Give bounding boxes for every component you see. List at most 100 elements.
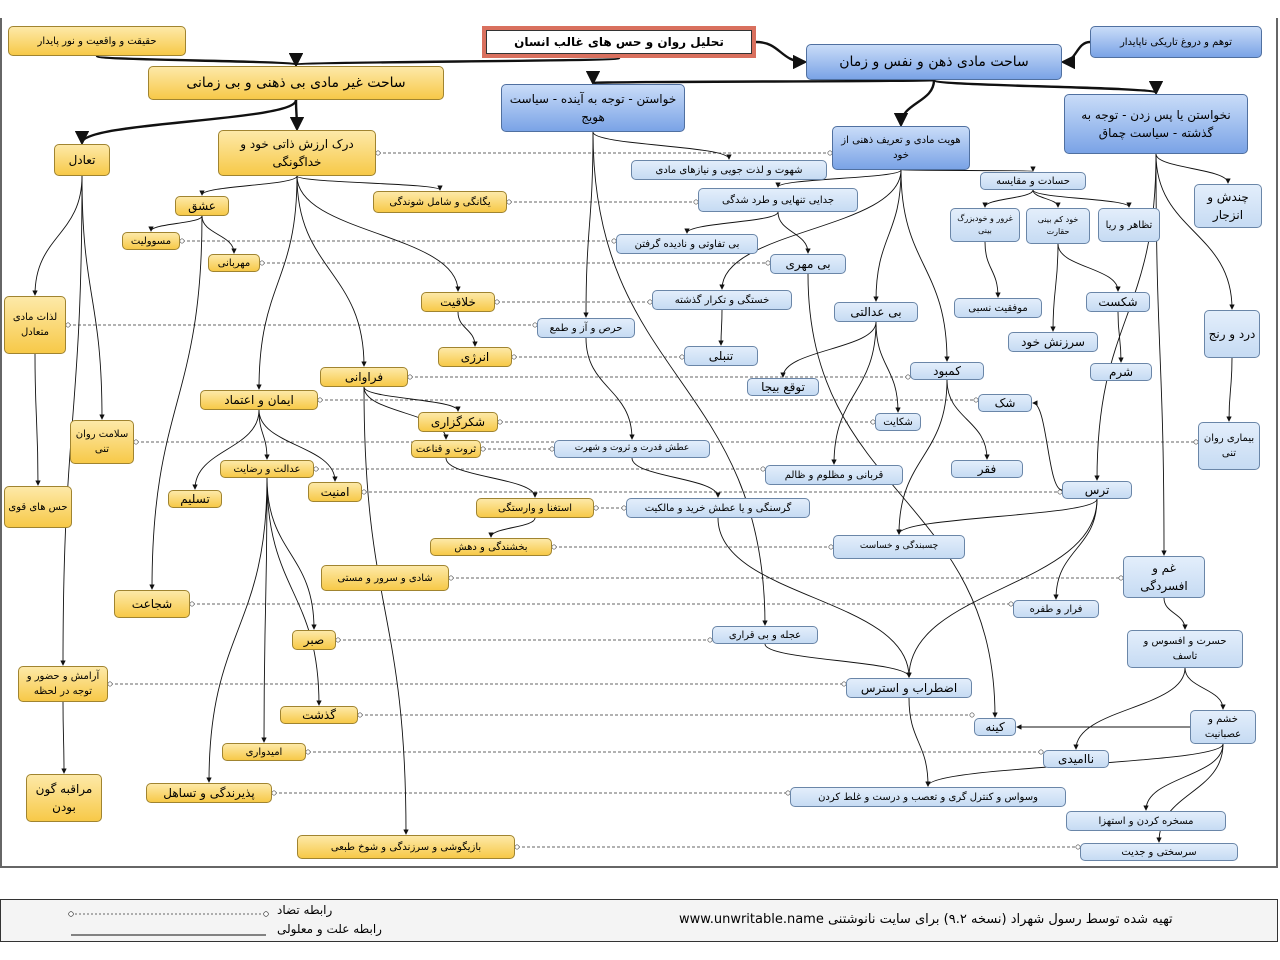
- node-khastegi: خستگی و تکرار گذشته: [652, 290, 792, 310]
- node-darda: درد و رنج: [1204, 310, 1260, 358]
- node-moraghebe: مراقبه گون بودن: [26, 774, 102, 822]
- cause-edge-ezterab-vasvas: [908, 697, 931, 787]
- main-edge-sahat_madi-hoviat: [893, 79, 936, 128]
- cause-edge-khodkam-shekast: [1057, 243, 1121, 292]
- cause-edge-bimehri-kine: [807, 273, 998, 718]
- node-servat: ثروت و قناعت: [411, 440, 481, 458]
- node-yegangi: یگانگی و شامل شوندگی: [373, 191, 507, 213]
- cause-edge-hoviat-khastegi: [719, 169, 902, 290]
- node-tanbali: تنبلی: [684, 346, 758, 366]
- cause-edge-esteghna-bakhshandegi: [488, 517, 536, 538]
- cause-edge-tars-shak: [1032, 400, 1063, 491]
- cause-edge-lazzat-hes: [34, 353, 41, 486]
- cause-edge-biedalati-tavagho: [780, 321, 877, 378]
- cause-edge-khastan-harz: [583, 131, 594, 318]
- node-gorosnegi: گرسنگی و یا عطش خرید و مالکیت: [626, 498, 810, 518]
- cause-edge-dark-faravani: [296, 175, 367, 367]
- cause-edge-servat-esteghna: [445, 457, 538, 498]
- node-ghorbani: قربانی و مظلوم و ظالم: [765, 465, 903, 485]
- node-tavagho: توقع بیجا: [747, 378, 819, 396]
- cause-edge-hesadat-ghorur: [982, 189, 1034, 208]
- cause-edge-edalat-omidvari: [261, 477, 268, 743]
- cause-edge-iman-taslim: [192, 409, 260, 490]
- cause-edge-darda-bimari: [1226, 357, 1233, 422]
- node-hes-ghavi: حس های قوی: [4, 486, 72, 528]
- cause-edge-tars-ezterab: [906, 498, 1098, 678]
- legend-contrast-label: رابطه تضاد: [277, 903, 333, 917]
- node-atash: عطش قدرت و ثروت و شهرت: [554, 440, 710, 458]
- cause-edge-hoviat-kambud: [900, 169, 950, 362]
- node-edalat: عدالت و رضایت: [220, 460, 314, 478]
- node-ajale: عجله و بی قراری: [712, 626, 818, 644]
- node-gozasht: گذشت: [280, 706, 358, 724]
- cause-edge-faravani-bazigushi: [363, 386, 409, 835]
- node-shadi: شادی و سرور و مستی: [321, 565, 449, 591]
- node-harz: حرص و آز و طمع: [537, 318, 635, 338]
- node-shak: شک: [978, 394, 1032, 412]
- node-tars: ترس: [1062, 481, 1132, 499]
- cause-edge-dark-iman: [256, 175, 298, 390]
- cause-edge-nakhastan-darda: [1155, 153, 1235, 310]
- node-bitafavoti: بی تفاوتی و نادیده گرفتن: [616, 234, 758, 254]
- main-edge-sahat_gheir-dark: [289, 99, 305, 132]
- main-edge-haqiqat-sahat_gheir: [95, 52, 303, 68]
- cause-edge-eshgh-masuliat: [148, 215, 203, 232]
- cause-edge-atash-gorosnegi: [631, 457, 721, 498]
- node-eshgh: عشق: [175, 196, 229, 216]
- cause-edge-hoviat-jodaei: [775, 169, 902, 188]
- node-kine: کینه: [974, 718, 1016, 736]
- node-hoviat: هویت مادی و تعریف ذهنی از خود: [832, 126, 970, 170]
- cause-edge-hesadat-tazahor: [1032, 189, 1132, 208]
- node-naumidi: ناامیدی: [1043, 750, 1109, 768]
- node-shahvat: شهوت و لذت جویی و نیازهای مادی: [631, 160, 827, 180]
- node-khashm: خشم و عصبانیت: [1190, 710, 1256, 744]
- cause-edge-khodkam-sarzanesh: [1050, 243, 1059, 332]
- diagram-title: تحلیل روان و حس های غالب انسان: [482, 26, 756, 58]
- node-sahat-gheir-madi: ساحت غیر مادی بی ذهنی و بی زمانی: [148, 66, 444, 100]
- node-hesadat: حسادت و مقایسه: [980, 172, 1086, 190]
- node-salamat: سلامت روان تنی: [70, 420, 134, 464]
- cause-edge-aramesh-moraghebe: [61, 701, 67, 774]
- node-kambud: کمبود: [910, 362, 984, 380]
- node-esteghna: استغنا و وارستگی: [476, 498, 594, 518]
- node-bazigushi: بازیگوشی و سرزندگی و شوخ طبعی: [297, 835, 515, 859]
- node-maskhare: مسخره کردن و استهزا: [1066, 811, 1226, 831]
- node-vasvas: وسواس و کنترل گری و تعصب و درست و غلط کر…: [790, 787, 1066, 807]
- cause-edge-edalat-paziri: [206, 477, 268, 783]
- cause-edge-hoviat-biedalati: [873, 169, 902, 302]
- cause-edge-nakhastan-tars: [1094, 153, 1157, 481]
- node-ezterab: اضطراب و استرس: [846, 678, 972, 698]
- footer-credit: تهیه شده توسط رسول شهراد (نسخه ۹.۲) برای…: [679, 912, 1173, 927]
- node-khastan: خواستن - توجه به آینده - سیاست هویج: [501, 84, 685, 132]
- main-edge-sahat_madi-nakhastan: [932, 78, 1163, 96]
- cause-edge-biedalati-ghorbani: [831, 321, 877, 465]
- cause-edge-tars-chasbandegi: [896, 498, 1098, 535]
- cause-edge-hasrat-naumidi: [1073, 667, 1186, 750]
- cause-edge-eshgh-mehrabani: [201, 215, 237, 254]
- node-mehrabani: مهربانی: [208, 254, 260, 272]
- cause-edge-khashm-maskhare: [1143, 743, 1224, 811]
- node-amniat: امنیت: [308, 482, 362, 502]
- node-dark-arzesh: درک ارزش ذاتی خود و خداگونگی: [218, 130, 376, 176]
- node-biedalati: بی عدالتی: [834, 302, 918, 322]
- cause-edge-dark-khallaghiat: [296, 175, 461, 292]
- legend-footer: رابطه تضاد رابطه علت و معلولی تهیه شده ت…: [0, 899, 1278, 942]
- cause-edge-ajale-ezterab: [764, 643, 912, 678]
- main-edge-sahat_madi-khastan: [588, 69, 936, 86]
- cause-edge-hasrat-khashm: [1184, 667, 1226, 710]
- cause-edge-khastegi-tanbali: [718, 309, 724, 346]
- cause-edge-hoviat-hesadat: [900, 165, 1035, 172]
- cause-edge-dark-eshgh: [199, 175, 298, 196]
- node-omidvari: امیدواری: [222, 743, 306, 761]
- main-edge-tavahhom-sahat_madi: [1060, 40, 1091, 70]
- node-sabr: صبر: [292, 630, 336, 650]
- cause-edge-kambud-fagr: [946, 379, 990, 460]
- node-taslim: تسلیم: [168, 490, 222, 508]
- node-paziri: پذیرندگی و تساهل: [146, 783, 272, 803]
- node-sarzanesh: سرزنش خود: [1008, 332, 1098, 352]
- node-shojaat: شجاعت: [114, 590, 190, 618]
- cause-edge-khastan-ajale: [592, 131, 768, 626]
- node-chasbandegi: چسبندگی و خساست: [833, 535, 965, 559]
- cause-edge-jodaei-bitafavoti: [684, 211, 779, 234]
- node-tazahor: تظاهر و ریا: [1098, 208, 1160, 242]
